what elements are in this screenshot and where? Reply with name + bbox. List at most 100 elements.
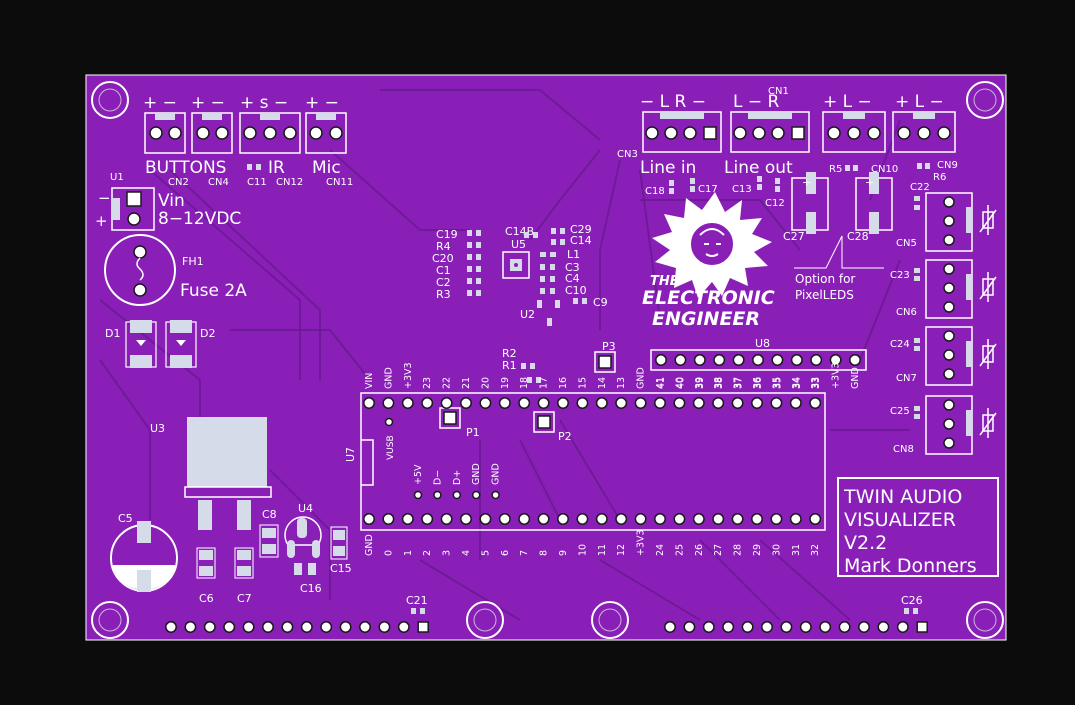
ref-c28: C28 [847,230,869,243]
header-pin [809,397,822,409]
ref-cn2: CN2 [168,177,189,188]
header-pin [654,397,666,409]
usb-pin [471,490,481,500]
ref-p1: P1 [466,426,480,439]
diodes: D1 D2 [105,320,215,368]
ref-r2: R2 [502,347,517,360]
logo-line2: ELECTRONIC [642,287,775,309]
label-line-in: Line in [640,158,696,178]
ref-c4: C4 [565,272,580,285]
pin-label: 12 [616,544,627,556]
header-pin [838,621,851,633]
ref-p3: P3 [602,340,616,353]
pin-label: 11 [597,544,608,556]
header-pin [751,513,763,525]
pin-label: 23 [422,377,433,389]
ref-c8: C8 [262,508,277,521]
ref-u2: U2 [520,308,535,321]
header-pin [655,354,667,366]
bottom-caps: C21 C26 [406,594,923,614]
ref-cn4: CN4 [208,177,229,188]
header-pin [518,513,531,525]
ref-c13: C13 [732,184,752,195]
pin-label: VIN [364,373,375,389]
header-pin [770,513,783,525]
pin-label: 37 [734,377,745,389]
pin-label: 38 [714,377,725,389]
label-voltage: 8−12VDC [158,209,241,229]
header-pin [634,513,647,525]
header-pin [203,621,216,633]
pin-label: 29 [752,544,763,556]
header-pin [281,621,294,633]
header-pin [702,621,715,633]
ref-l1: L1 [567,248,580,261]
usb-pin-label: GND [491,463,502,485]
header-pin [790,354,803,366]
header-pin [363,397,375,409]
header-pin [557,397,569,409]
header-pin [440,513,453,525]
pin-label: 35 [771,377,782,389]
header-pin [770,397,783,409]
ref-r3: R3 [436,288,451,301]
header-pin [741,621,754,633]
ref-c9: C9 [593,296,608,309]
pin-label: 6 [500,550,511,556]
ref-r6: R6 [933,172,946,183]
usb-pin [452,490,462,500]
header-pin [683,621,696,633]
header-pin [810,354,823,366]
ref-u7: U7 [344,447,357,462]
header-pin [780,621,793,633]
header-pin [693,354,706,366]
pin-label: 18 [519,377,530,389]
header-pin [382,397,395,409]
ref-c6: C6 [199,592,214,605]
ref-cn6: CN6 [896,307,917,318]
ref-c26: C26 [901,594,923,607]
pin-label: +3V3 [831,362,842,389]
pin-label: 35 [772,377,783,389]
pin-label: 33 [811,377,822,389]
header-pin [498,397,511,409]
small-caps-bottom: C6 C7 C8 U4 C16 C15 [196,502,352,605]
ref-c16: C16 [300,582,322,595]
ref-c15: C15 [330,562,352,575]
ref-c19: C19 [436,228,458,241]
ref-c1: C1 [436,264,451,277]
pin-label: 25 [674,544,685,556]
ref-cn5: CN5 [896,238,917,249]
ref-cn3: CN3 [617,149,638,160]
ref-u5: U5 [511,238,526,251]
header-pin [692,513,705,525]
ref-c24: C24 [890,339,910,350]
pin-label: 37 [733,377,744,389]
pin-label: 13 [616,377,627,389]
header-pin [664,621,676,633]
ref-c14: C14 [570,234,592,247]
ref-c21: C21 [406,594,428,607]
ref-cn10: CN10 [871,164,898,175]
header-pin [537,397,550,409]
ref-c11: C11 [247,177,267,188]
ref-c2: C2 [436,276,451,289]
header-pin [673,397,686,409]
ref-r1: R1 [502,359,517,372]
header-pin [576,397,589,409]
ref-c22: C22 [910,182,930,193]
ref-c7: C7 [237,592,252,605]
ref-cn11: CN11 [326,177,353,188]
pin-label: GND [364,534,375,556]
pin-label: 21 [461,377,472,389]
ref-r4: R4 [436,240,451,253]
title-line1: TWIN AUDIO [843,486,962,508]
header-pin [397,621,410,633]
header-pin [761,621,773,633]
header-pin [382,513,395,525]
header-pin [378,621,391,633]
pin-label: 39 [694,377,705,389]
pin-label: 26 [694,544,705,556]
header-pin [673,513,686,525]
